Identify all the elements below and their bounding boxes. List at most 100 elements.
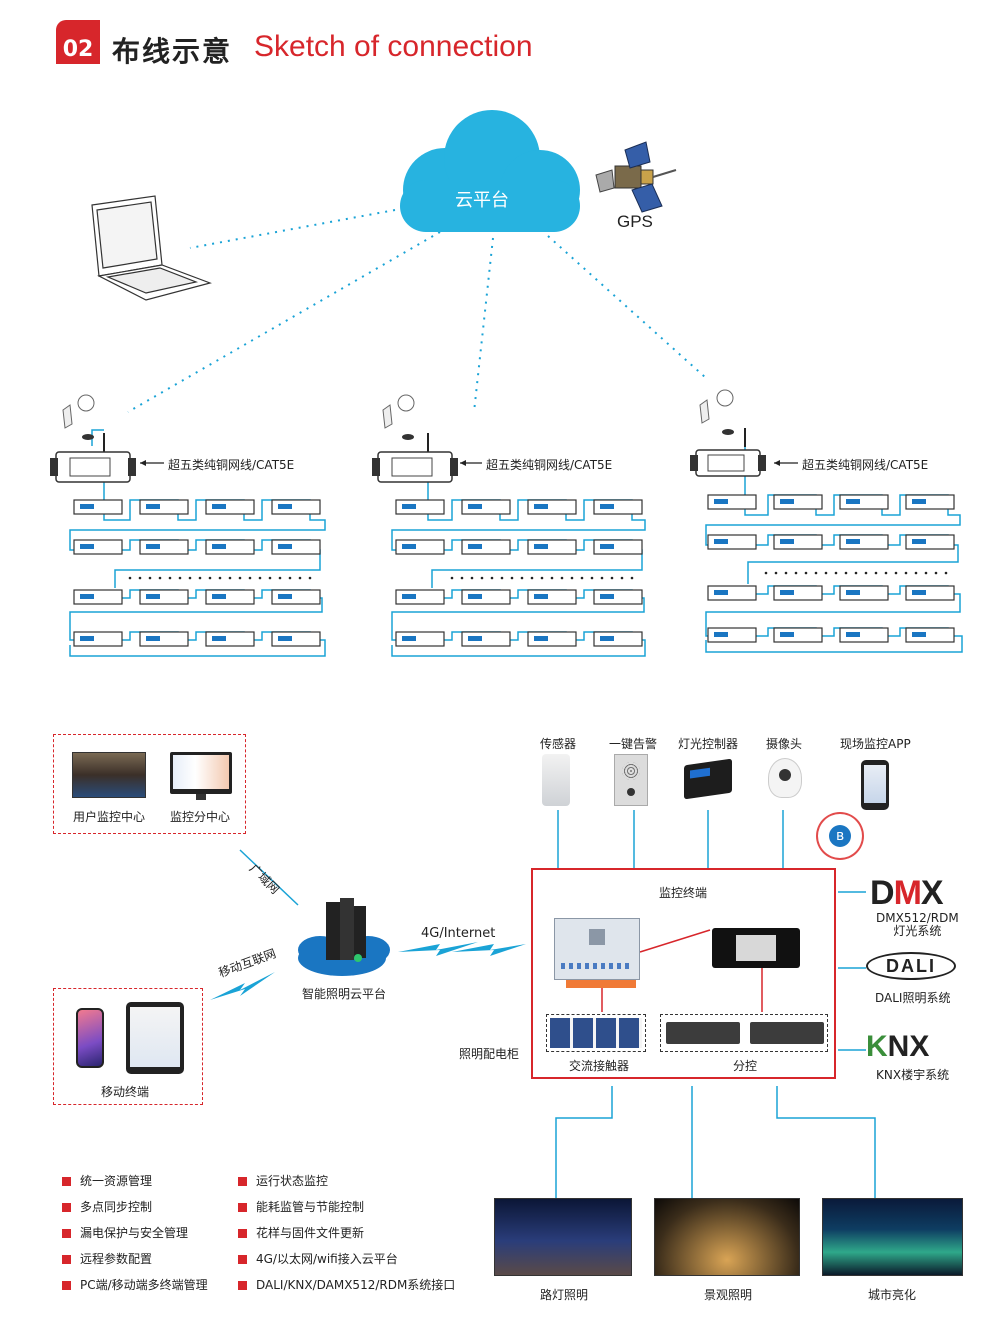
cable-label-1: 超五类纯铜网线/CAT5E (168, 458, 295, 472)
branch-monitor-screen (170, 752, 232, 794)
slave-unit (395, 631, 445, 647)
slave-unit (773, 534, 823, 550)
city-light-photo (822, 1198, 963, 1276)
slave-unit (707, 494, 757, 510)
slave-unit-display (146, 504, 160, 509)
slave-unit (73, 631, 123, 647)
slave-unit (905, 585, 955, 601)
slave-unit (839, 627, 889, 643)
slave-unit-display (278, 594, 292, 599)
internet-label: 4G/Internet (421, 926, 496, 941)
dali-system-label: DALI照明系统 (875, 991, 951, 1005)
slave-unit (527, 539, 577, 555)
slave-unit (395, 499, 445, 515)
slave-unit (205, 589, 255, 605)
slave-unit-display (714, 590, 728, 595)
slave-unit-display (780, 590, 794, 595)
slave-unit (205, 499, 255, 515)
wireless-bolt-internet (398, 942, 478, 956)
slave-unit (461, 589, 511, 605)
slave-unit (205, 631, 255, 647)
slave-unit-display (80, 636, 94, 641)
cloud-platform-label: 云平台 (455, 190, 509, 211)
dali-logo: DALI (866, 952, 956, 980)
slave-unit-display (468, 636, 482, 641)
slave-unit (395, 539, 445, 555)
slave-unit-display (714, 632, 728, 637)
feature-item: 远程参数配置 (62, 1250, 152, 1267)
slave-unit-display (468, 504, 482, 509)
feature-item: DALI/KNX/DAMX512/RDM系统接口 (238, 1276, 455, 1293)
laptop-icon (91, 195, 212, 301)
slave-unit (139, 631, 189, 647)
slave-unit (707, 585, 757, 601)
branch-control-group (660, 1014, 828, 1052)
page-title-cn: 布线示意 (112, 35, 233, 68)
slave-unit (527, 631, 577, 647)
cloud-icon (400, 110, 580, 232)
slave-unit-display (600, 594, 614, 599)
street-light-photo (494, 1198, 632, 1276)
branch-control-label: 分控 (733, 1059, 758, 1073)
mobile-terminal-group (53, 988, 203, 1105)
slave-unit-display (80, 504, 94, 509)
slave-unit (395, 589, 445, 605)
slave-unit (593, 589, 643, 605)
cable-label-2: 超五类纯铜网线/CAT5E (486, 458, 613, 472)
slave-unit (527, 499, 577, 515)
slave-unit-display (846, 590, 860, 595)
terminal-board-icon (554, 918, 640, 980)
slave-unit (73, 499, 123, 515)
slave-unit (271, 631, 321, 647)
slave-unit-display (146, 636, 160, 641)
slave-unit-display (714, 539, 728, 544)
controller-cluster-2 (372, 394, 646, 657)
slave-unit-display (212, 636, 226, 641)
cloud-connection-lines (127, 209, 707, 413)
slave-unit (271, 539, 321, 555)
device-label-app: 现场监控APP (840, 737, 911, 751)
feature-item: 统一资源管理 (62, 1172, 152, 1189)
mobile-terminal-label: 移动终端 (101, 1085, 150, 1099)
gps-label: GPS (617, 212, 653, 231)
slave-unit (839, 585, 889, 601)
satellite-icon (595, 141, 677, 213)
contactor-group (546, 1014, 646, 1052)
scene-label-landscape: 景观照明 (704, 1288, 753, 1302)
slave-unit-display (146, 544, 160, 549)
slave-unit-display (600, 636, 614, 641)
slave-unit-display (780, 499, 794, 504)
controller-cluster-3 (690, 389, 963, 653)
slave-unit-display (600, 544, 614, 549)
slave-unit-display (534, 504, 548, 509)
slave-unit-display (534, 636, 548, 641)
slave-unit-display (780, 539, 794, 544)
slave-unit (139, 589, 189, 605)
slave-unit (707, 627, 757, 643)
slave-unit-display (278, 636, 292, 641)
feature-item: PC端/移动端多终端管理 (62, 1276, 208, 1293)
slave-unit-display (402, 594, 416, 599)
lower-system-diagram (210, 810, 876, 1198)
cabinet-label: 照明配电柜 (459, 1047, 520, 1061)
slave-unit-display (780, 632, 794, 637)
slave-unit (839, 494, 889, 510)
tablet-icon (126, 1002, 184, 1074)
wireless-bolt-mobile (210, 972, 275, 1000)
slave-unit (773, 585, 823, 601)
feature-item: 能耗监管与节能控制 (238, 1198, 364, 1215)
branch-controller-icon-2 (750, 1022, 824, 1044)
light-controller-icon (684, 758, 732, 800)
slave-unit (461, 499, 511, 515)
device-label-sensor: 传感器 (540, 737, 577, 751)
slave-unit (461, 539, 511, 555)
dmx-logo: DMX (870, 874, 944, 912)
slave-unit (205, 539, 255, 555)
device-label-camera: 摄像头 (766, 737, 803, 751)
feature-item: 漏电保护与安全管理 (62, 1224, 188, 1241)
slave-unit-display (80, 594, 94, 599)
bluetooth-wireless-icon: ʙ (816, 812, 864, 860)
slave-unit-display (846, 539, 860, 544)
slave-unit (773, 627, 823, 643)
branch-monitor-center-label: 监控分中心 (170, 810, 231, 824)
